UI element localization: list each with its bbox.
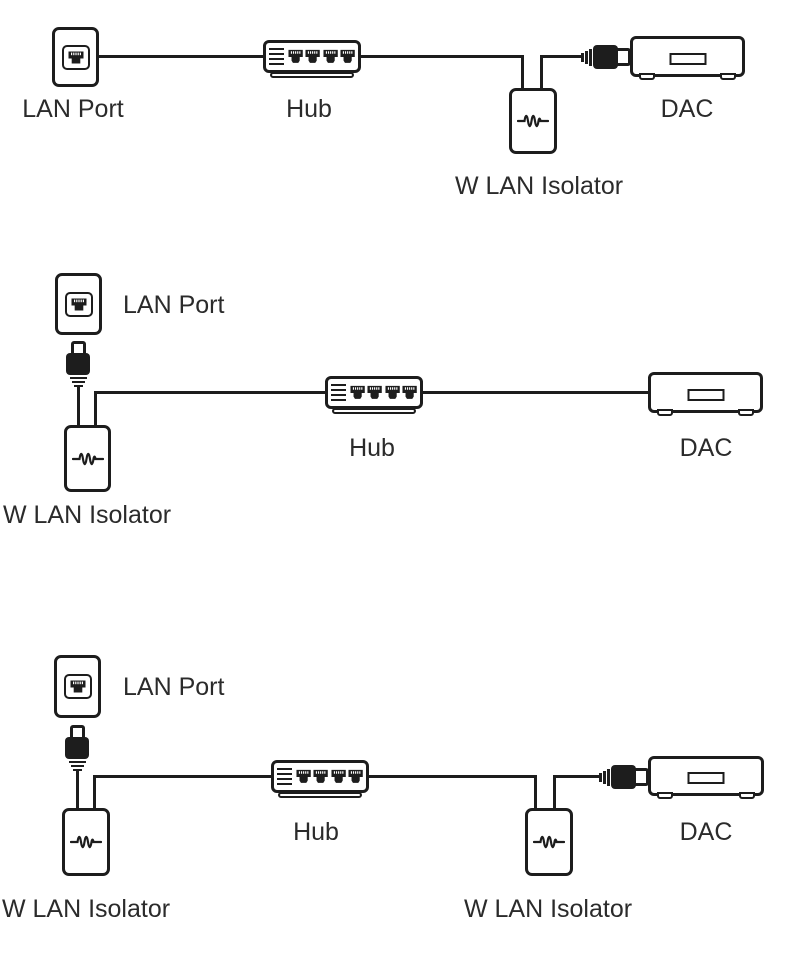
hub-vents-icon xyxy=(331,383,346,402)
network-hub-icon xyxy=(263,40,361,78)
noise-wave-icon xyxy=(71,452,104,465)
hub-port-icon xyxy=(402,385,417,399)
dac-label: DAC xyxy=(679,818,733,846)
hub-port-icon xyxy=(340,49,355,63)
hub-vents-icon xyxy=(277,767,292,786)
dac-unit-icon xyxy=(648,756,764,799)
cable-wire xyxy=(553,775,601,778)
wlan-isolator-icon xyxy=(64,425,111,492)
hub-port-icon xyxy=(367,385,383,399)
hub-port-icon xyxy=(313,769,329,783)
hub-port-icon xyxy=(322,49,338,63)
isolator-label: W LAN Isolator xyxy=(1,895,171,923)
cable-wire xyxy=(553,775,556,811)
cable-wire xyxy=(99,55,263,58)
hub-label: Hub xyxy=(349,434,395,462)
usb-plug-body xyxy=(593,45,618,69)
dac-foot xyxy=(657,409,673,416)
hub-base xyxy=(270,72,354,78)
lan-wall-port-icon xyxy=(52,27,99,87)
hub-port-icon xyxy=(288,49,303,63)
dac-foot xyxy=(657,792,673,799)
lan-wall-port-icon xyxy=(54,655,101,718)
dac-label: DAC xyxy=(679,434,733,462)
cable-wire xyxy=(93,775,96,811)
hub-base xyxy=(332,408,416,414)
isolator-label: W LAN Isolator xyxy=(463,895,633,923)
hub-port-icon xyxy=(384,385,400,399)
isolator-label: W LAN Isolator xyxy=(454,172,624,200)
lan-wall-port-icon xyxy=(55,273,102,335)
dac-label: DAC xyxy=(660,95,714,123)
dac-unit-icon xyxy=(648,372,763,416)
hub-port-icon xyxy=(305,49,321,63)
noise-wave-icon xyxy=(517,114,549,128)
dac-foot xyxy=(738,409,754,416)
usb-plug-body xyxy=(66,353,90,375)
rj45-jack-icon xyxy=(61,44,90,70)
cable-wire xyxy=(94,391,97,427)
dac-foot xyxy=(639,73,655,80)
hub-label: Hub xyxy=(293,818,339,846)
cable-wire xyxy=(76,769,79,811)
dac-display xyxy=(687,772,725,784)
cable-wire xyxy=(418,391,648,394)
hub-label: Hub xyxy=(286,95,332,123)
cable-wire xyxy=(94,391,325,394)
usb-plug-icon xyxy=(64,725,90,771)
dac-foot xyxy=(720,73,736,80)
hub-port-icon xyxy=(350,385,365,399)
cable-wire xyxy=(93,775,271,778)
cable-wire xyxy=(355,55,524,58)
wlan-isolator-icon xyxy=(509,88,557,154)
hub-port-icon xyxy=(330,769,346,783)
lan-port-label: LAN Port xyxy=(22,95,124,123)
cable-wire xyxy=(540,55,543,91)
hub-port-icon xyxy=(296,769,311,783)
lan-port-label: LAN Port xyxy=(123,291,225,319)
cable-wire xyxy=(77,385,80,427)
rj45-jack-icon xyxy=(63,674,92,699)
cable-wire xyxy=(540,55,583,58)
network-hub-icon xyxy=(271,760,369,798)
wlan-isolator-icon xyxy=(525,808,573,876)
wlan-isolator-icon xyxy=(62,808,110,876)
cable-wire xyxy=(534,775,537,811)
hub-port-icon xyxy=(348,769,363,783)
dac-foot xyxy=(739,792,755,799)
usb-plug-icon xyxy=(65,341,91,387)
rj45-jack-icon xyxy=(64,291,93,317)
network-hub-icon xyxy=(325,376,423,414)
usb-plug-body xyxy=(611,765,636,789)
lan-port-label: LAN Port xyxy=(123,673,225,701)
isolator-label: W LAN Isolator xyxy=(2,501,172,529)
hub-base xyxy=(278,792,362,798)
dac-display xyxy=(687,389,724,401)
noise-wave-icon xyxy=(533,835,565,849)
dac-unit-icon xyxy=(630,36,745,80)
dac-display xyxy=(669,53,706,65)
usb-plug-body xyxy=(65,737,89,759)
hub-vents-icon xyxy=(269,47,284,66)
noise-wave-icon xyxy=(70,835,102,849)
cable-wire xyxy=(362,775,537,778)
usb-plug-icon xyxy=(599,764,649,790)
usb-plug-icon xyxy=(581,44,631,70)
cable-wire xyxy=(521,55,524,91)
